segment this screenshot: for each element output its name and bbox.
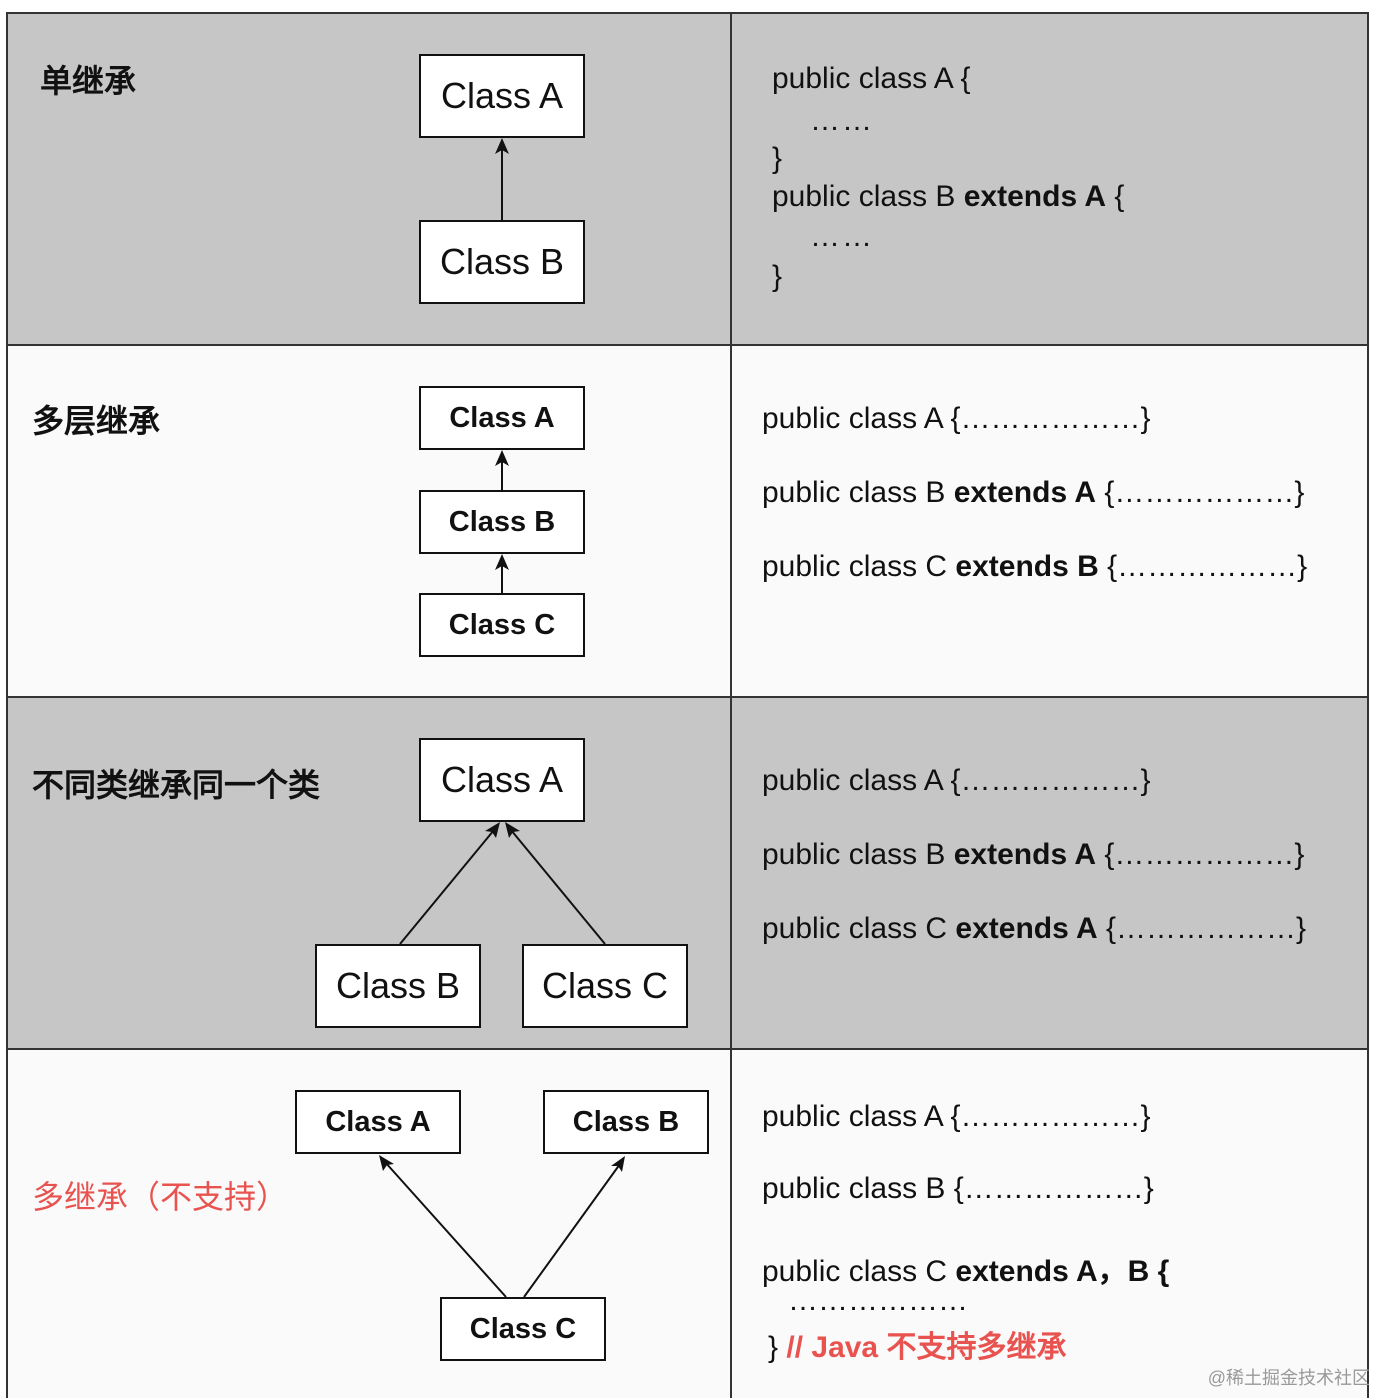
inheritance-arrows (495, 450, 509, 593)
row-label: 不同类继承同一个类 (32, 767, 321, 803)
class-c-box: Class C (440, 1297, 606, 1361)
code-line: public class A { (772, 62, 971, 95)
code-line: public class A {………………} (762, 764, 1151, 797)
watermark: @稀土掘金技术社区 (1207, 1368, 1370, 1388)
class-b-box: Class B (419, 220, 585, 304)
arrow-c-to-b (523, 1163, 621, 1298)
arrowhead (379, 1155, 394, 1171)
column-divider (730, 14, 732, 344)
column-divider (730, 698, 732, 1048)
class-c-box: Class C (522, 944, 688, 1028)
java-unsupported-comment: // Java 不支持多继承 (786, 1331, 1067, 1364)
column-divider (730, 1050, 732, 1398)
code-line: public class C extends A {………………} (762, 912, 1307, 945)
code-brace: } (772, 142, 783, 175)
code-ellipsis: …… (810, 104, 874, 137)
row-multilevel-inheritance: 多层继承 Class A Class B Class C public clas… (6, 344, 1369, 698)
code-line: public class B extends A {………………} (762, 476, 1305, 509)
inheritance-table: 单继承 Class A Class B public class A { …… … (6, 12, 1369, 1398)
row-label-unsupported: 多继承（不支持） (32, 1179, 289, 1215)
row-hierarchical-inheritance: 不同类继承同一个类 Class A Class B Class C public… (6, 696, 1369, 1050)
class-c-box: Class C (419, 593, 585, 657)
column-divider (730, 346, 732, 696)
class-a-box: Class A (419, 54, 585, 138)
row-single-inheritance: 单继承 Class A Class B public class A { …… … (6, 12, 1369, 346)
arrowhead (611, 1156, 625, 1172)
arrow-c-to-a (510, 829, 606, 945)
class-b-box: Class B (419, 490, 585, 554)
arrowhead (485, 822, 500, 838)
code-brace: } (772, 260, 783, 293)
class-a-box: Class A (419, 738, 585, 822)
code-line: public class A {………………} (762, 402, 1151, 435)
inheritance-arrows (495, 138, 509, 220)
arrowhead (505, 822, 520, 838)
code-line: public class B {………………} (762, 1172, 1154, 1205)
inheritance-arrows (379, 1155, 625, 1298)
row-label: 多层继承 (32, 403, 161, 439)
code-ellipsis: ……………… (788, 1284, 968, 1317)
code-line: public class C extends A，B { (762, 1255, 1170, 1288)
code-line: public class B extends A { (772, 180, 1125, 213)
arrowhead (495, 450, 509, 466)
arrowhead (495, 554, 509, 570)
row-multiple-inheritance: 多继承（不支持） Class A Class B Class C public … (6, 1048, 1369, 1398)
code-line: public class C extends B {………………} (762, 550, 1308, 583)
class-b-box: Class B (543, 1090, 709, 1154)
code-line: public class A {………………} (762, 1100, 1151, 1133)
code-line: public class B extends A {………………} (762, 838, 1305, 871)
arrow-b-to-a (399, 829, 495, 945)
code-ellipsis: …… (810, 220, 874, 253)
row-label: 单继承 (40, 63, 137, 99)
arrowhead (495, 138, 509, 154)
class-a-box: Class A (419, 386, 585, 450)
inheritance-arrows (399, 822, 606, 945)
class-b-box: Class B (315, 944, 481, 1028)
class-a-box: Class A (295, 1090, 461, 1154)
arrow-c-to-a (384, 1161, 507, 1298)
code-line: } // Java 不支持多继承 (768, 1331, 1067, 1364)
